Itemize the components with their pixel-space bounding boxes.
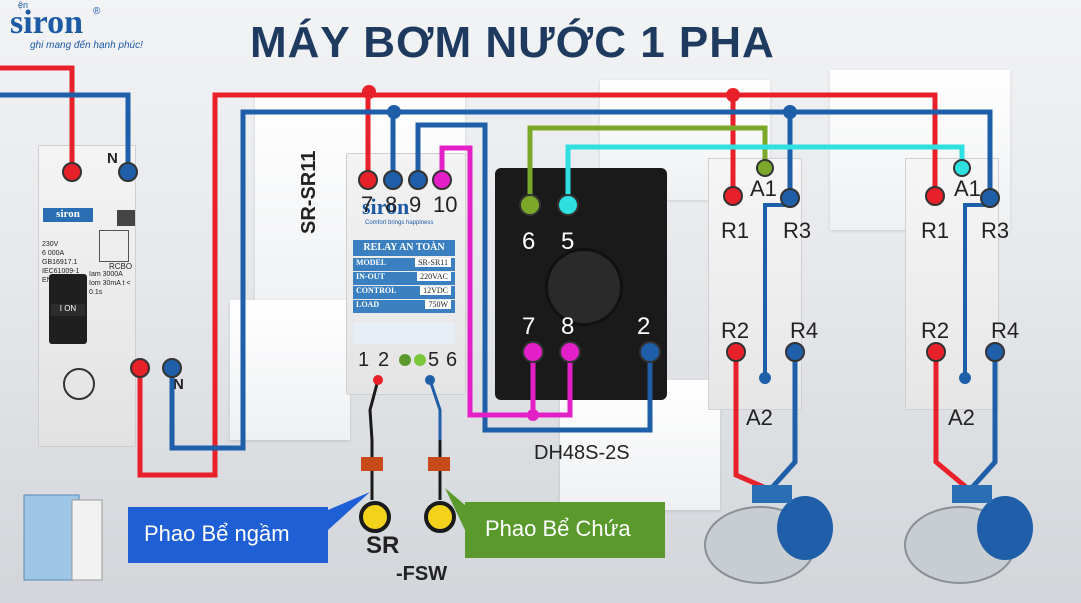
socket-model-label: DH48S-2S xyxy=(534,442,630,464)
contactor-left-a1: A1 xyxy=(750,176,777,201)
pump-right xyxy=(904,485,1033,584)
relay-terminal-10: 10 xyxy=(433,192,458,217)
timer-wire xyxy=(439,145,573,418)
socket-terminal-6: 6 xyxy=(522,228,536,255)
toggle-state-label: I ON xyxy=(51,304,85,316)
contactor-right-a1: A1 xyxy=(954,176,981,201)
relay-terminal-7: 7 xyxy=(361,192,374,217)
relay-brand: siron xyxy=(362,194,410,219)
phase-wire xyxy=(0,65,75,170)
neutral-wire xyxy=(966,352,998,494)
relay-terminal-2: 2 xyxy=(378,349,390,371)
relay-terminal-6: 6 xyxy=(446,349,458,371)
neutral-wire xyxy=(415,122,653,433)
float-label-storage: Phao Bể Chứa xyxy=(465,502,665,558)
socket-terminal-2: 2 xyxy=(637,313,651,340)
relay-tagline: Comfort brings happiness xyxy=(365,220,434,226)
neutral-wire xyxy=(169,109,993,451)
float-switch-right xyxy=(424,457,456,533)
neutral-wire xyxy=(428,379,442,440)
neutral-wire xyxy=(0,92,131,170)
contactor-left-r2: R2 xyxy=(721,318,750,343)
float-callout-pointer xyxy=(445,488,465,530)
rcbo-type-label: RCBO xyxy=(109,262,133,271)
contactor-right-r1: R1 xyxy=(921,218,950,243)
rcbo-bottom-neutral-label: N xyxy=(173,376,184,393)
float-model-label: SR xyxy=(366,532,400,559)
test-button[interactable] xyxy=(117,210,135,226)
contactor-left-r3: R3 xyxy=(783,218,812,243)
relay-indicator-panel xyxy=(353,322,455,344)
float-label-underground: Phao Bể ngầm xyxy=(128,507,328,563)
relay-panel-title: RELAY AN TOÀN xyxy=(353,240,455,256)
logo-registered-mark: ® xyxy=(93,6,101,17)
neutral-wire xyxy=(766,352,798,494)
phase-wire xyxy=(733,352,776,495)
relay-terminal-1: 1 xyxy=(358,349,370,371)
contactor-right-r2: R2 xyxy=(921,318,950,343)
float-label-storage-text: Phao Bể Chứa xyxy=(485,516,631,541)
contactor-right-r3: R3 xyxy=(981,218,1010,243)
breaker-toggle[interactable]: I ON xyxy=(49,274,87,344)
contactor-left-r4: R4 xyxy=(790,318,819,343)
socket-terminal-5: 5 xyxy=(561,228,575,255)
coil-wire xyxy=(565,144,965,205)
contactor-right-r4: R4 xyxy=(991,318,1020,343)
relay-terminal-5: 5 xyxy=(428,349,440,371)
contactor-left-a2: A2 xyxy=(746,405,773,430)
brand-slogan: ghi mang đến hạnh phúc! xyxy=(30,40,143,51)
page-title: MÁY BƠM NƯỚC 1 PHA xyxy=(250,18,775,67)
rcbo-rating: Iam 3000A Iom 30mA t < 0.1s xyxy=(89,271,131,296)
logo-prefix: ện xyxy=(18,0,29,10)
float-callout-pointer xyxy=(328,492,370,530)
float-label-underground-text: Phao Bể ngầm xyxy=(144,521,290,546)
rcbo-brand: siron xyxy=(43,208,93,222)
rcbo-top-neutral-label: N xyxy=(107,150,118,167)
contactor-left-r1: R1 xyxy=(721,218,750,243)
socket-terminal-7: 7 xyxy=(522,313,536,340)
contactor-right-a2: A2 xyxy=(948,405,975,430)
socket-terminal-8: 8 xyxy=(561,313,575,340)
socket-center-hole xyxy=(545,248,623,326)
rcbo-screw xyxy=(63,368,95,400)
rcbo-circuit-diagram xyxy=(99,230,129,262)
relay-terminal-9: 9 xyxy=(409,192,422,217)
product-box-image xyxy=(23,494,103,581)
phase-wire xyxy=(933,352,974,494)
relay-terminal-8: 8 xyxy=(385,192,398,217)
float-model-suffix: -FSW xyxy=(396,563,448,585)
pump-left xyxy=(704,485,833,584)
float-switch-left xyxy=(359,457,391,533)
brand-logo: siron xyxy=(10,4,84,41)
float-wire xyxy=(368,379,380,500)
